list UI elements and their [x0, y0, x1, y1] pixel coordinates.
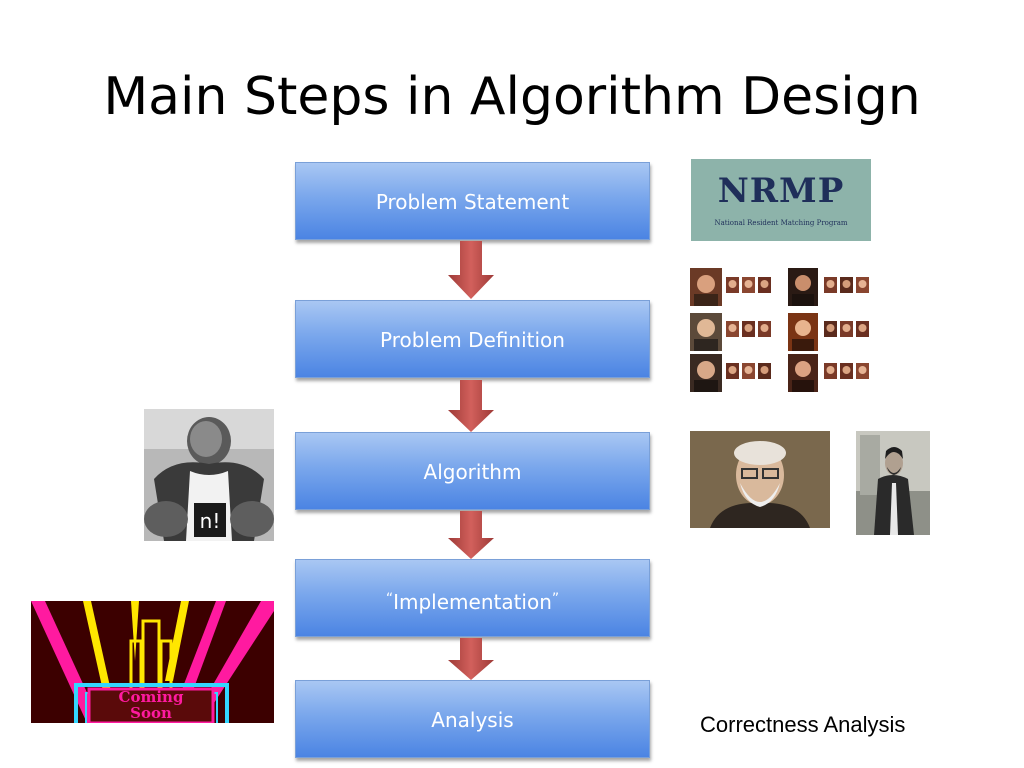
- portrait-elderly-man-illustration: [690, 431, 830, 528]
- coming-soon-text-1: Coming: [118, 688, 184, 706]
- coming-soon-text-2: Soon: [130, 704, 172, 722]
- down-arrow-3: [448, 511, 494, 559]
- down-arrow-2: [448, 380, 494, 432]
- step-implementation: “Implementation”: [295, 559, 650, 637]
- strongman-photo: n!: [144, 409, 274, 541]
- portrait-bearded-man-illustration: [856, 431, 930, 535]
- step-algorithm: Algorithm: [295, 432, 650, 510]
- down-arrow-4: [448, 638, 494, 680]
- portrait-bearded-man: [856, 431, 930, 535]
- nrmp-logo-title: NRMP: [717, 171, 845, 211]
- coming-soon-illustration: [31, 601, 274, 723]
- step-problem-definition: Problem Definition: [295, 300, 650, 378]
- correctness-analysis-note: Correctness Analysis: [700, 712, 906, 737]
- nrmp-logo-subtitle: National Resident Matching Program: [714, 219, 848, 227]
- step-problem-statement: Problem Statement: [295, 162, 650, 240]
- close-quote: ”: [551, 591, 560, 607]
- portrait-row-3: [690, 354, 869, 392]
- coming-soon-sign: Coming Soon: [31, 601, 274, 723]
- slide-title: Main Steps in Algorithm Design: [103, 67, 921, 127]
- portrait-row-1: [690, 268, 869, 306]
- portrait-grid: [690, 268, 869, 392]
- portrait-elderly-man: [690, 431, 830, 528]
- portrait-row-2: [690, 313, 869, 351]
- step-implementation-label: Implementation: [393, 590, 552, 614]
- open-quote: “: [385, 591, 394, 607]
- strongman-caption: n!: [199, 509, 221, 533]
- strongman-illustration: [144, 409, 274, 541]
- nrmp-logo: NRMP National Resident Matching Program: [691, 159, 871, 241]
- step-analysis: Analysis: [295, 680, 650, 758]
- down-arrow-1: [448, 241, 494, 299]
